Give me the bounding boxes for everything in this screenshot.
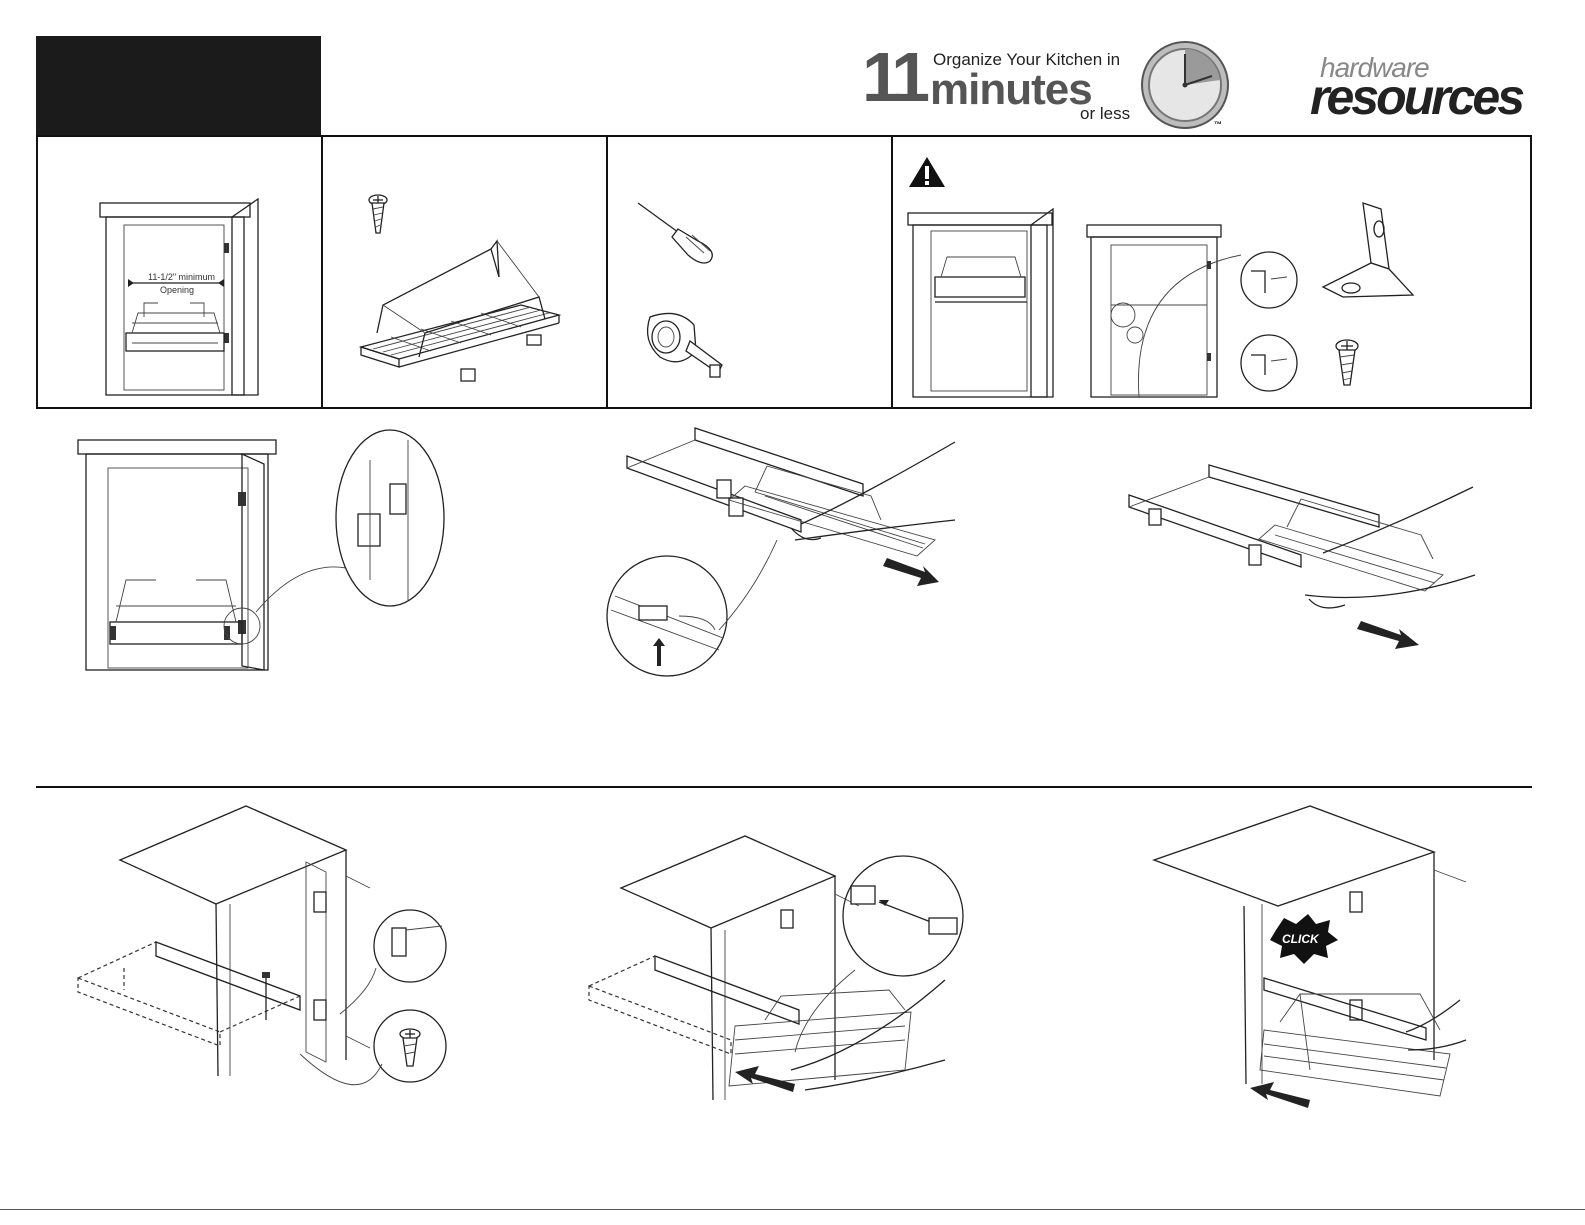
arrow-icon (653, 638, 665, 666)
l-bracket-icon (1323, 203, 1413, 297)
detail-circle (1241, 252, 1297, 308)
brand-line2: minutes (930, 66, 1092, 114)
slide-detail-circle (843, 856, 963, 976)
brand-line3: or less (1080, 104, 1130, 124)
step4-install-slides-diagram (70, 800, 450, 1100)
screw-icon (1336, 340, 1358, 385)
brand-slogan: 11 Organize Your Kitchen in minutes or l… (862, 40, 1242, 135)
screw-icon (400, 1029, 420, 1066)
cabinet-opening-diagram: 11-1/2" minimum Opening (36, 137, 320, 409)
dimension-label-2: Opening (160, 285, 194, 295)
hand-outline (791, 980, 945, 1070)
optional-hardware-diagram (891, 137, 1531, 409)
tools-diagram (606, 137, 890, 409)
arrow-icon (1250, 1082, 1310, 1108)
screw-icon (369, 195, 387, 233)
dimension-label-1: 11-1/2" minimum (148, 272, 215, 282)
arrow-icon (883, 558, 939, 586)
arrow-icon (1357, 621, 1419, 649)
step5-insert-drawer-diagram (585, 830, 965, 1120)
click-label: CLICK (1282, 932, 1320, 946)
screw-detail-circle (374, 910, 446, 982)
tape-measure-icon (648, 313, 722, 377)
wire-basket-illustration (361, 241, 559, 381)
detail-circle (1241, 335, 1297, 391)
clock-icon (1140, 40, 1230, 130)
parts-diagram (321, 137, 605, 409)
basket-illustration (729, 466, 935, 556)
warning-icon (909, 157, 945, 187)
brand-number: 11 (862, 42, 924, 112)
section-divider (36, 786, 1532, 788)
trademark-symbol: ™ (1214, 120, 1222, 129)
page-bottom-rule (0, 1209, 1585, 1210)
hand-outline (1406, 1000, 1460, 1032)
cabinet-brackets-illustration (1087, 225, 1241, 397)
click-badge: CLICK (1270, 914, 1338, 964)
hand-outline (1323, 487, 1473, 553)
step1-hinge-diagram (70, 430, 460, 680)
step2-release-lever-diagram (605, 420, 965, 680)
company-logo: hardware resources (1310, 52, 1540, 122)
hinge-detail-circle (336, 430, 444, 606)
arrow-icon (735, 1066, 795, 1092)
cabinet-with-basket-illustration (908, 209, 1053, 397)
step3-pull-out-diagram (1125, 455, 1485, 665)
header-black-box (36, 36, 321, 137)
screwdriver-icon (638, 203, 712, 263)
logo-word-resources: resources (1310, 68, 1522, 126)
step6-click-diagram: CLICK (1150, 800, 1480, 1120)
basket-illustration (1259, 499, 1443, 591)
